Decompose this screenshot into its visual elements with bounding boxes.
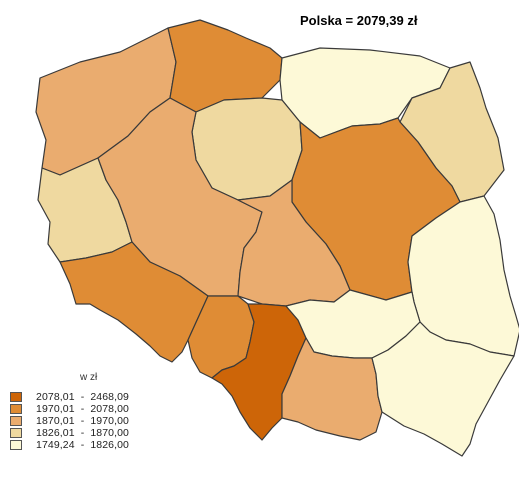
legend-item: 1826,01 - 1870,00 bbox=[10, 427, 129, 439]
legend-item: 2078,01 - 2468,09 bbox=[10, 391, 129, 403]
legend-swatch bbox=[10, 392, 22, 402]
legend-item: 1870,01 - 1970,00 bbox=[10, 415, 129, 427]
legend-swatch bbox=[10, 428, 22, 438]
legend-swatch bbox=[10, 440, 22, 450]
map-title: Polska = 2079,39 zł bbox=[300, 13, 418, 28]
legend: w zł 2078,01 - 2468,09 1970,01 - 2078,00… bbox=[10, 372, 129, 451]
legend-range: 1826,01 - 1870,00 bbox=[36, 427, 129, 439]
legend-item: 1749,24 - 1826,00 bbox=[10, 439, 129, 451]
region-podkarpackie[interactable] bbox=[371, 321, 515, 457]
legend-swatch bbox=[10, 416, 22, 426]
region-malopolskie[interactable] bbox=[281, 337, 383, 441]
legend-item: 1970,01 - 2078,00 bbox=[10, 403, 129, 415]
region-dolnoslaskie[interactable] bbox=[59, 241, 209, 363]
legend-range: 1749,24 - 1826,00 bbox=[36, 439, 129, 451]
legend-range: 2078,01 - 2468,09 bbox=[36, 391, 129, 403]
legend-swatch bbox=[10, 404, 22, 414]
legend-range: 1970,01 - 2078,00 bbox=[36, 403, 129, 415]
legend-unit: w zł bbox=[80, 372, 98, 383]
legend-range: 1870,01 - 1970,00 bbox=[36, 415, 129, 427]
